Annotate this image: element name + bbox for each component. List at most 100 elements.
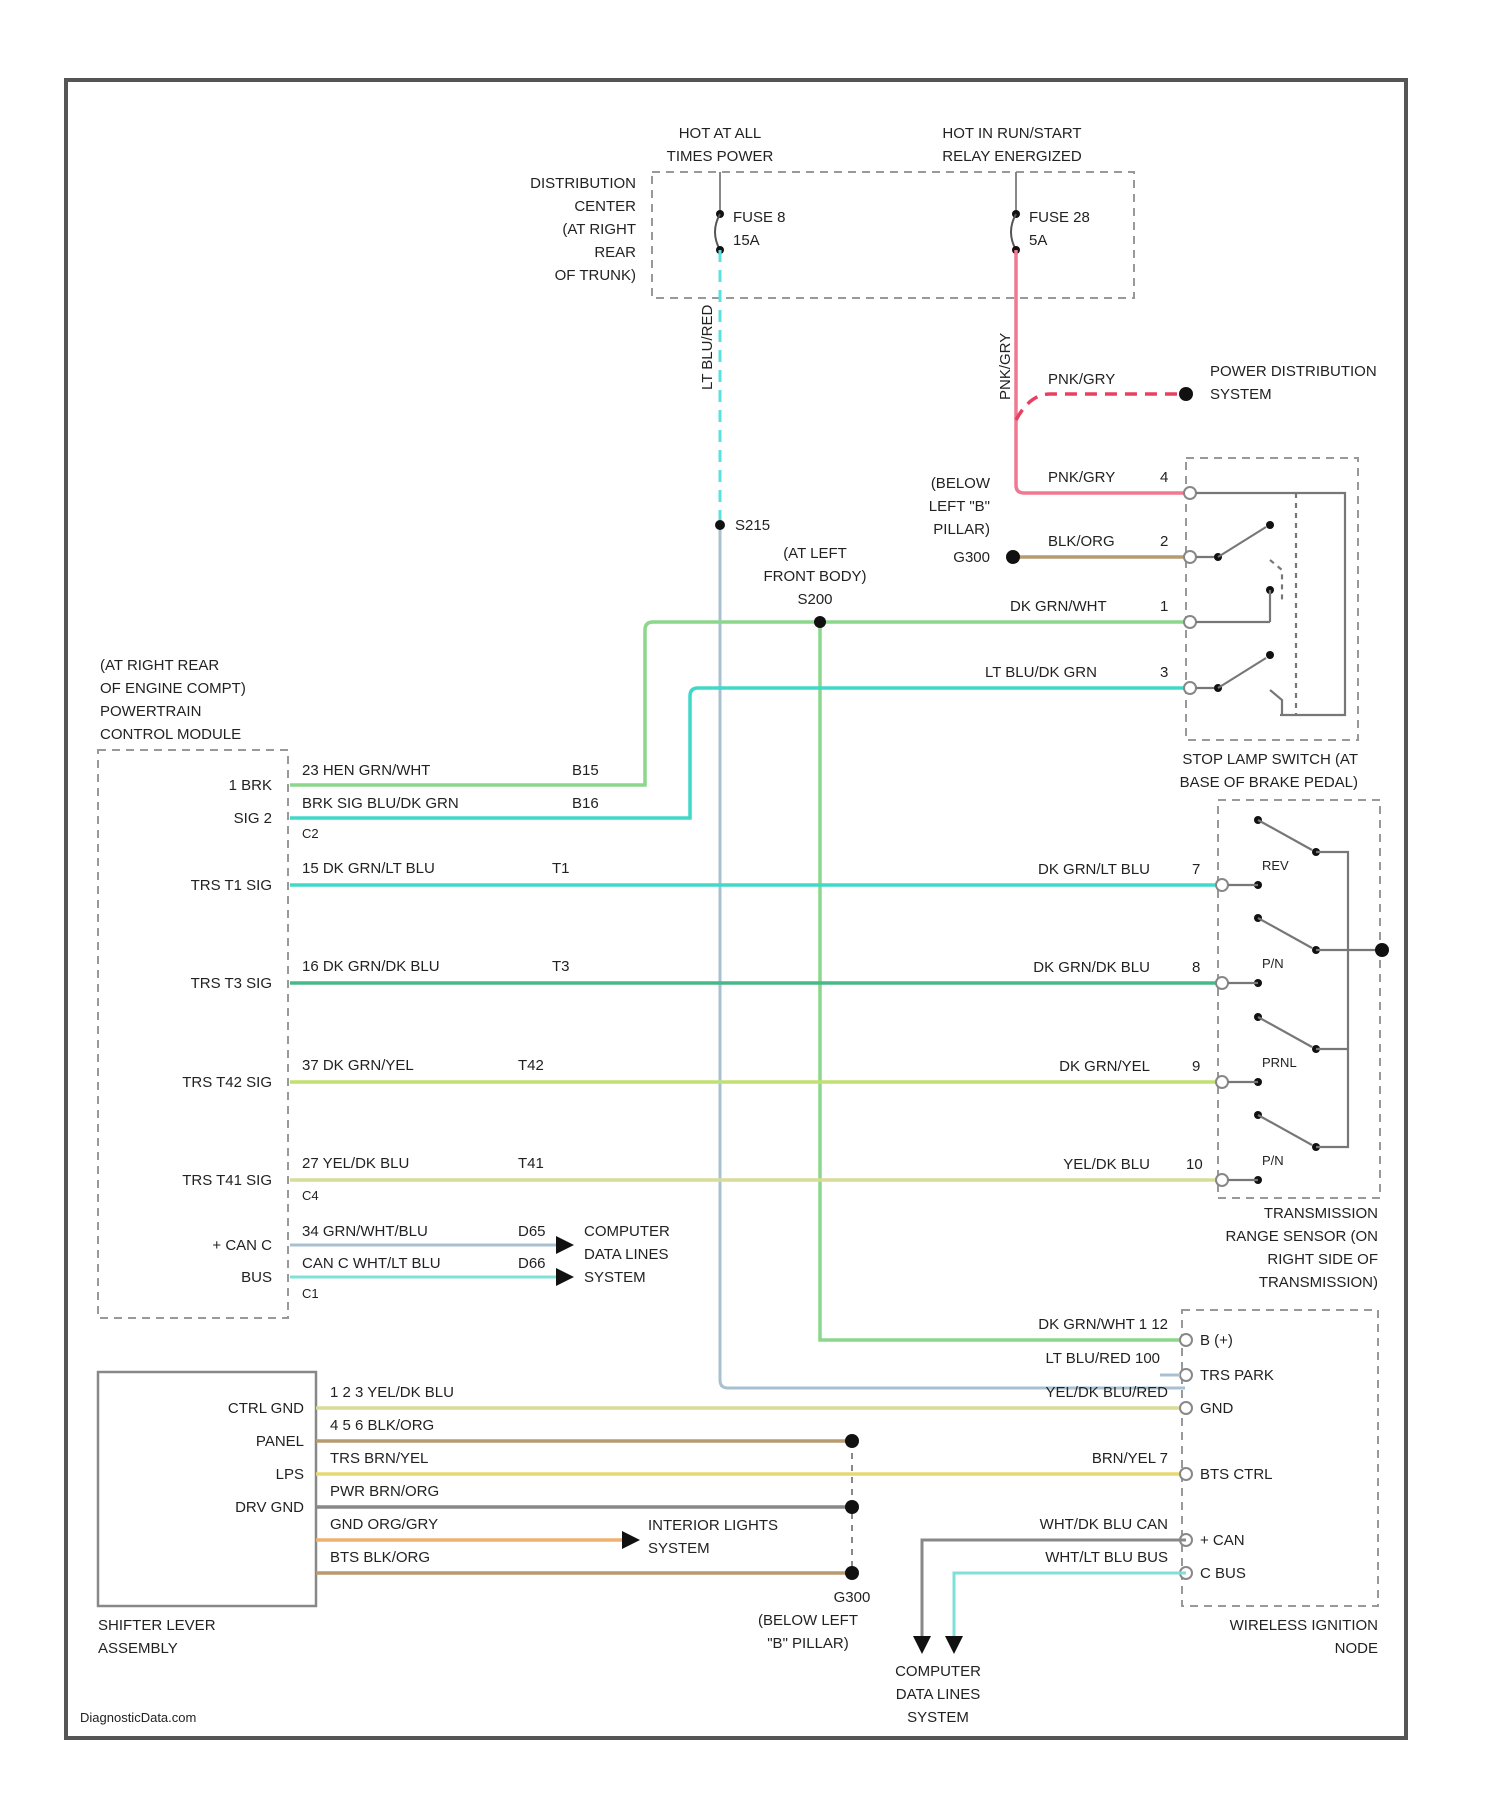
svg-text:4 5 6 BLK/ORG: 4 5 6 BLK/ORG [330,1417,434,1434]
svg-text:LT BLU/DK GRN: LT BLU/DK GRN [985,664,1097,681]
svg-text:TRS T3 SIG: TRS T3 SIG [191,975,272,992]
shifter-title: SHIFTER LEVER ASSEMBLY [98,1617,216,1657]
svg-text:SIG 2: SIG 2 [234,810,272,827]
pcm-title: (AT RIGHT REAR OF ENGINE COMPT) POWERTRA… [100,657,246,743]
ground-dot-2 [845,1500,859,1514]
svg-text:SYSTEM: SYSTEM [1210,386,1272,403]
svg-text:FUSE 28: FUSE 28 [1029,209,1090,226]
svg-text:T3: T3 [552,958,570,975]
svg-text:TRS PARK: TRS PARK [1200,1367,1274,1384]
win-can-arrow-1 [913,1636,931,1654]
svg-text:REAR: REAR [594,244,636,261]
splice-s215-label: S215 [735,517,770,534]
svg-text:T42: T42 [518,1057,544,1074]
svg-text:LT BLU/RED 100: LT BLU/RED 100 [1046,1350,1161,1367]
win-box [1182,1310,1378,1606]
svg-text:GND: GND [1200,1400,1234,1417]
svg-text:BRK SIG BLU/DK GRN: BRK SIG BLU/DK GRN [302,795,459,812]
shifter-labels: CTRL GND PANEL LPS DRV GND [228,1400,304,1516]
svg-text:CONTROL MODULE: CONTROL MODULE [100,726,241,743]
svg-text:CAN C WHT/LT BLU: CAN C WHT/LT BLU [302,1255,441,1272]
svg-text:SYSTEM: SYSTEM [648,1540,710,1557]
svg-text:B15: B15 [572,762,599,779]
hot-at-all-times-label: HOT AT ALL TIMES POWER [667,125,774,165]
svg-text:1 BRK: 1 BRK [229,777,272,794]
svg-text:YEL/DK BLU: YEL/DK BLU [1063,1156,1150,1173]
svg-text:COMPUTER: COMPUTER [584,1223,670,1240]
svg-text:BRN/YEL 7: BRN/YEL 7 [1092,1450,1168,1467]
svg-text:NODE: NODE [1335,1640,1378,1657]
can-arrow-2 [556,1268,574,1286]
wire-win-bus [954,1573,1186,1640]
svg-text:LEFT "B": LEFT "B" [929,498,990,515]
svg-text:4: 4 [1160,469,1168,486]
svg-text:TRS BRN/YEL: TRS BRN/YEL [330,1450,428,1467]
g300-bottom-label: G300 (BELOW LEFT "B" PILLAR) [758,1589,870,1652]
svg-text:PRNL: PRNL [1262,1055,1297,1070]
svg-text:HOT IN RUN/START: HOT IN RUN/START [942,125,1081,142]
diagram-frame [66,80,1406,1738]
svg-text:DATA LINES: DATA LINES [584,1246,668,1263]
win-can-arrow-2 [945,1636,963,1654]
pcm-box [98,750,288,1318]
splice-s200 [814,616,826,628]
wire-lt-blu-red: LT BLU/RED [699,250,1185,1388]
pcm-wire-labels: 23 HEN GRN/WHT B15 BRK SIG BLU/DK GRN B1… [302,762,599,1301]
win-pin-labels: B (+) TRS PARK GND BTS CTRL + CAN C BUS [1200,1332,1274,1582]
svg-text:DRV GND: DRV GND [235,1499,304,1516]
win-contacts [1180,1334,1192,1579]
distribution-center-box [652,172,1134,298]
svg-text:5A: 5A [1029,232,1047,249]
svg-text:WHT/DK BLU CAN: WHT/DK BLU CAN [1040,1516,1168,1533]
svg-text:BASE OF BRAKE PEDAL): BASE OF BRAKE PEDAL) [1180,774,1358,791]
svg-text:DK GRN/WHT: DK GRN/WHT [1010,598,1107,615]
svg-text:1: 1 [1160,598,1168,615]
computer-data-label-2: COMPUTER DATA LINES SYSTEM [895,1663,981,1726]
svg-text:DISTRIBUTION: DISTRIBUTION [530,175,636,192]
power-distribution-label: POWER DISTRIBUTION SYSTEM [1210,363,1377,403]
svg-text:P/N: P/N [1262,956,1284,971]
svg-text:CENTER: CENTER [574,198,636,215]
svg-text:PILLAR): PILLAR) [933,521,990,538]
svg-text:D65: D65 [518,1223,546,1240]
svg-text:T41: T41 [518,1155,544,1172]
svg-text:PWR BRN/ORG: PWR BRN/ORG [330,1483,439,1500]
svg-text:OF TRUNK): OF TRUNK) [555,267,636,284]
svg-text:9: 9 [1192,1058,1200,1075]
svg-text:15A: 15A [733,232,760,249]
svg-text:DK GRN/DK BLU: DK GRN/DK BLU [1033,959,1150,976]
svg-text:LT BLU/RED: LT BLU/RED [699,305,716,390]
svg-text:FUSE 8: FUSE 8 [733,209,786,226]
ground-dot-1 [845,1434,859,1448]
svg-text:COMPUTER: COMPUTER [895,1663,981,1680]
svg-text:TRANSMISSION: TRANSMISSION [1264,1205,1378,1222]
svg-text:SHIFTER LEVER: SHIFTER LEVER [98,1617,216,1634]
interior-lights-arrow [622,1531,640,1549]
stop-lamp-switch-label: STOP LAMP SWITCH (AT BASE OF BRAKE PEDAL… [1180,751,1358,791]
computer-data-label-1: COMPUTER DATA LINES SYSTEM [584,1223,670,1286]
svg-text:POWER DISTRIBUTION: POWER DISTRIBUTION [1210,363,1377,380]
wire-pnk-gry: PNK/GRY PNK/GRY PNK/GRY 4 [997,250,1190,493]
svg-text:+ CAN: + CAN [1200,1532,1245,1549]
svg-text:SYSTEM: SYSTEM [584,1269,646,1286]
svg-text:PANEL: PANEL [256,1433,304,1450]
svg-text:(AT RIGHT: (AT RIGHT [562,221,636,238]
svg-text:2: 2 [1160,533,1168,550]
svg-text:C4: C4 [302,1188,319,1203]
svg-text:C BUS: C BUS [1200,1565,1246,1582]
svg-text:27 YEL/DK BLU: 27 YEL/DK BLU [302,1155,409,1172]
svg-text:"B" PILLAR): "B" PILLAR) [767,1635,849,1652]
splice-s200-label: (AT LEFT FRONT BODY) S200 [763,545,866,608]
svg-text:RELAY ENERGIZED: RELAY ENERGIZED [942,148,1082,165]
svg-text:S200: S200 [797,591,832,608]
stop-lamp-switch-box [1186,458,1358,740]
svg-text:DK GRN/WHT 1 12: DK GRN/WHT 1 12 [1038,1316,1168,1333]
svg-text:(AT LEFT: (AT LEFT [783,545,847,562]
svg-text:ASSEMBLY: ASSEMBLY [98,1640,178,1657]
svg-text:PNK/GRY: PNK/GRY [1048,469,1115,486]
svg-text:34 GRN/WHT/BLU: 34 GRN/WHT/BLU [302,1223,428,1240]
svg-text:DATA LINES: DATA LINES [896,1686,980,1703]
fuse-28: FUSE 28 5A [1011,172,1090,254]
svg-text:G300: G300 [834,1589,871,1606]
